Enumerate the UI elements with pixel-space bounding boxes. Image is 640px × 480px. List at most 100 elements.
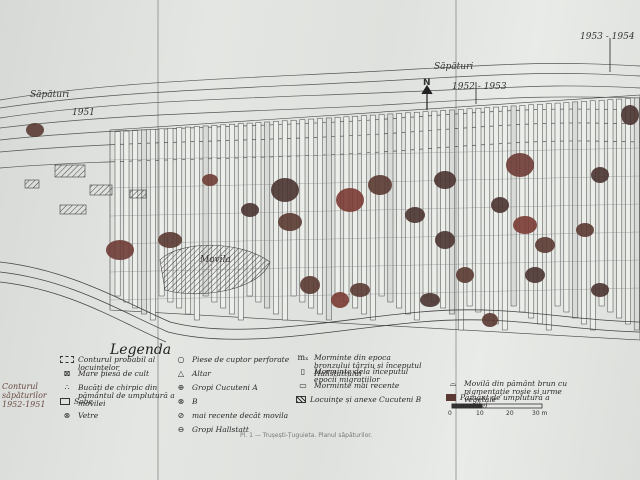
trench-strip <box>440 110 447 309</box>
trench-strip <box>361 115 367 315</box>
label-sapaturi-left: Săpături <box>30 90 70 100</box>
dwelling-feature <box>420 293 440 307</box>
legend-text: Movilă din pământ brun cu pigmentaţie ro… <box>464 379 568 404</box>
dwelling-feature <box>491 197 509 213</box>
trench-strip <box>510 105 517 307</box>
trench-strip <box>431 110 438 303</box>
legend-text: Sobe <box>74 397 93 406</box>
hatched-dwelling <box>54 164 86 178</box>
legend-item: ⌓ Movilă din pământ brun cu pigmentaţie r… <box>446 380 576 404</box>
hatched-dwelling <box>24 179 40 189</box>
legend-text: Morminte din epoca bronzului târziu și î… <box>314 353 422 378</box>
legend-symbol-icon: ⊗ <box>177 397 185 406</box>
trench-strip <box>193 126 200 321</box>
trench-strip <box>563 102 570 313</box>
trench-strip <box>264 121 271 309</box>
trench-strip <box>185 126 191 315</box>
trench-strip <box>149 129 156 321</box>
dwelling-feature <box>525 267 545 283</box>
trench-strip <box>317 118 323 315</box>
legend-text: Conturul probabil al locuinţelor <box>78 355 156 372</box>
trench-strip <box>572 101 579 319</box>
legend-symbol-icon: ▭ <box>299 381 307 390</box>
legend-item: ⊠Mare piesă de cult <box>60 370 149 378</box>
dwelling-feature <box>241 203 259 217</box>
legend-text: Gropi Hallstatt <box>192 425 249 434</box>
legend-title: Legenda <box>110 342 172 358</box>
legend-text: Morminte dela începutul epocii migraţiil… <box>314 367 409 384</box>
trench-strip <box>308 118 315 309</box>
plate-caption: Pl. 1 — Trușești-Țuguieta. Planul săpătu… <box>240 432 373 439</box>
legend-text: Vetre <box>78 411 99 420</box>
legend-text: Locuinţe și anexe Cucuteni B <box>310 395 422 404</box>
trench-strip <box>528 104 535 319</box>
trench-strip <box>422 111 429 297</box>
trench-strip <box>625 98 631 325</box>
trench-strip <box>202 125 209 297</box>
dwelling-feature <box>576 223 594 237</box>
trench-strip <box>176 127 183 309</box>
label-year-1953-1954: 1953 - 1954 <box>580 32 635 42</box>
legend-item: △Altar <box>174 370 211 378</box>
scale-bar <box>451 403 543 409</box>
hatched-dwelling <box>89 184 113 196</box>
trench-strip <box>449 109 455 315</box>
dwelling-feature <box>271 178 299 202</box>
trench-crossline <box>109 287 640 301</box>
legend-symbol-icon: ○ <box>177 355 185 364</box>
trench-strip <box>598 99 605 307</box>
trench-strip <box>325 117 332 321</box>
legend-item: ○Piese de cuptor perforate <box>174 355 290 364</box>
hatched-dwelling <box>59 204 87 215</box>
trench-strip <box>141 129 147 315</box>
legend-symbol-icon: ⊕ <box>177 383 185 392</box>
legend-item: ⊗Vetre <box>60 411 99 420</box>
trench-strip <box>589 100 596 331</box>
legend-symbol-icon <box>296 396 306 403</box>
trench-strip <box>616 98 623 319</box>
legend-item: Sobe <box>60 398 93 406</box>
legend-text: Bucăţi de chirpic din pământul de umplut… <box>78 383 175 408</box>
dwelling-features <box>24 105 639 327</box>
trench-strip <box>519 105 526 313</box>
trench-strip <box>396 113 403 309</box>
dwelling-feature <box>331 292 349 308</box>
legend-symbol-icon: ⊘ <box>177 411 185 420</box>
dwelling-feature <box>350 283 370 297</box>
dwelling-feature <box>368 175 392 195</box>
trench-strip <box>167 127 174 303</box>
legend-text: Mare piesă de cult <box>78 369 149 378</box>
scale-tick: 30 m <box>532 410 548 417</box>
legend-symbol-icon: ⌓ <box>449 379 457 388</box>
legend-symbol-icon <box>60 398 70 405</box>
boundary-markers <box>475 38 611 104</box>
label-year-1952-1953: 1952 - 1953 <box>452 82 507 92</box>
dwelling-feature <box>456 267 474 283</box>
dwelling-feature <box>482 313 498 327</box>
trench-strip <box>132 130 139 309</box>
scale-tick: 10 <box>476 410 484 417</box>
legend-item: Pământ de umplutură a movilei <box>446 394 576 410</box>
dwelling-feature <box>435 231 455 249</box>
legend-item: Conturul probabil al locuinţelor <box>60 356 190 372</box>
legend-item: ⊕ Gropi Cucuteni A <box>174 384 258 392</box>
trench-strip <box>387 113 394 303</box>
mound-area <box>159 244 271 295</box>
dwelling-feature <box>591 167 609 183</box>
trench-strip <box>545 103 552 331</box>
dwelling-feature <box>591 283 609 297</box>
legend-item: ⊗B <box>174 398 198 406</box>
legend-text: mai recente decât movila <box>192 411 289 420</box>
legend-symbol-icon: ⊖ <box>177 425 185 434</box>
trench-strip <box>466 108 473 307</box>
trench-strip <box>633 97 640 331</box>
trench-crossline <box>109 147 640 161</box>
scale-tick: 20 <box>506 410 514 417</box>
legend-text: Altar <box>192 369 211 378</box>
dwelling-feature <box>621 105 639 125</box>
legend-text: Gropi Cucuteni A <box>192 383 258 392</box>
trench-strip <box>493 106 499 325</box>
